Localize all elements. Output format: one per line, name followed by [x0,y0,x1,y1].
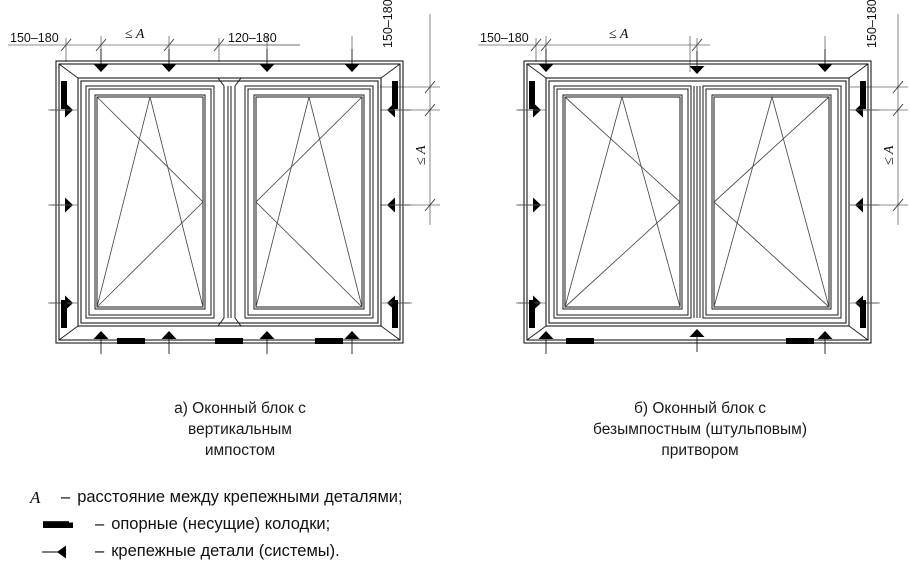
legend-dash-2: – [95,542,105,560]
legend-dash-1: – [95,515,105,533]
legend-text-distance: расстояние между крепежными деталями; [77,488,403,506]
fastener-icon-glyph [42,545,66,558]
legend-row-fastener: – крепежные детали (системы). [28,538,548,565]
panel-b-right-fasteners [854,102,879,311]
support-block-icon [28,518,90,532]
panel-b-dim-right-top: 150–180 [865,0,879,48]
panel-b-caption-line3: притвором [661,442,739,459]
legend-dash-0: – [61,488,71,506]
panel-a-dim-left: 150–180 [10,31,59,45]
panel-b-dim-right-span: ≤ A [882,145,897,165]
panel-a-caption: а) Оконный блок с вертикальным импостом [60,398,420,461]
support-block-icon-glyph [43,520,73,528]
legend-text-fastener: крепежные детали (системы). [111,542,340,560]
legend-row-distance: A – расстояние между крепежными деталями… [28,484,548,511]
panel-b-caption-line1: б) Оконный блок с [633,400,767,417]
panel-b-dim-span: ≤ A [609,27,629,42]
panel-a-caption-line1: а) Оконный блок с [174,400,306,417]
panel-b-caption: б) Оконный блок с безымпостным (штульпов… [500,398,900,461]
panel-b-dim-left: 150–180 [480,31,529,45]
legend-text-support-block: опорные (несущие) колодки; [111,515,331,533]
panel-a-dim-right-top: 150–180 [381,0,395,48]
legend-symbol-A: A [30,487,41,507]
fastener-icon [28,544,90,560]
legend-row-support-block: – опорные (несущие) колодки; [28,511,548,538]
panel-a-caption-line2: вертикальным [188,421,292,438]
panel-a-dim-span: ≤ A [125,27,145,42]
panel-a-dim-right-span: ≤ A [414,145,429,165]
panel-b-left-fasteners [517,102,542,311]
legend: A – расстояние между крепежными деталями… [28,484,548,565]
panel-a-dim-mid: 120–180 [228,31,277,45]
panel-b-caption-line2: безымпостным (штульповым) [592,421,808,438]
panel-a-caption-line3: импостом [204,442,276,459]
